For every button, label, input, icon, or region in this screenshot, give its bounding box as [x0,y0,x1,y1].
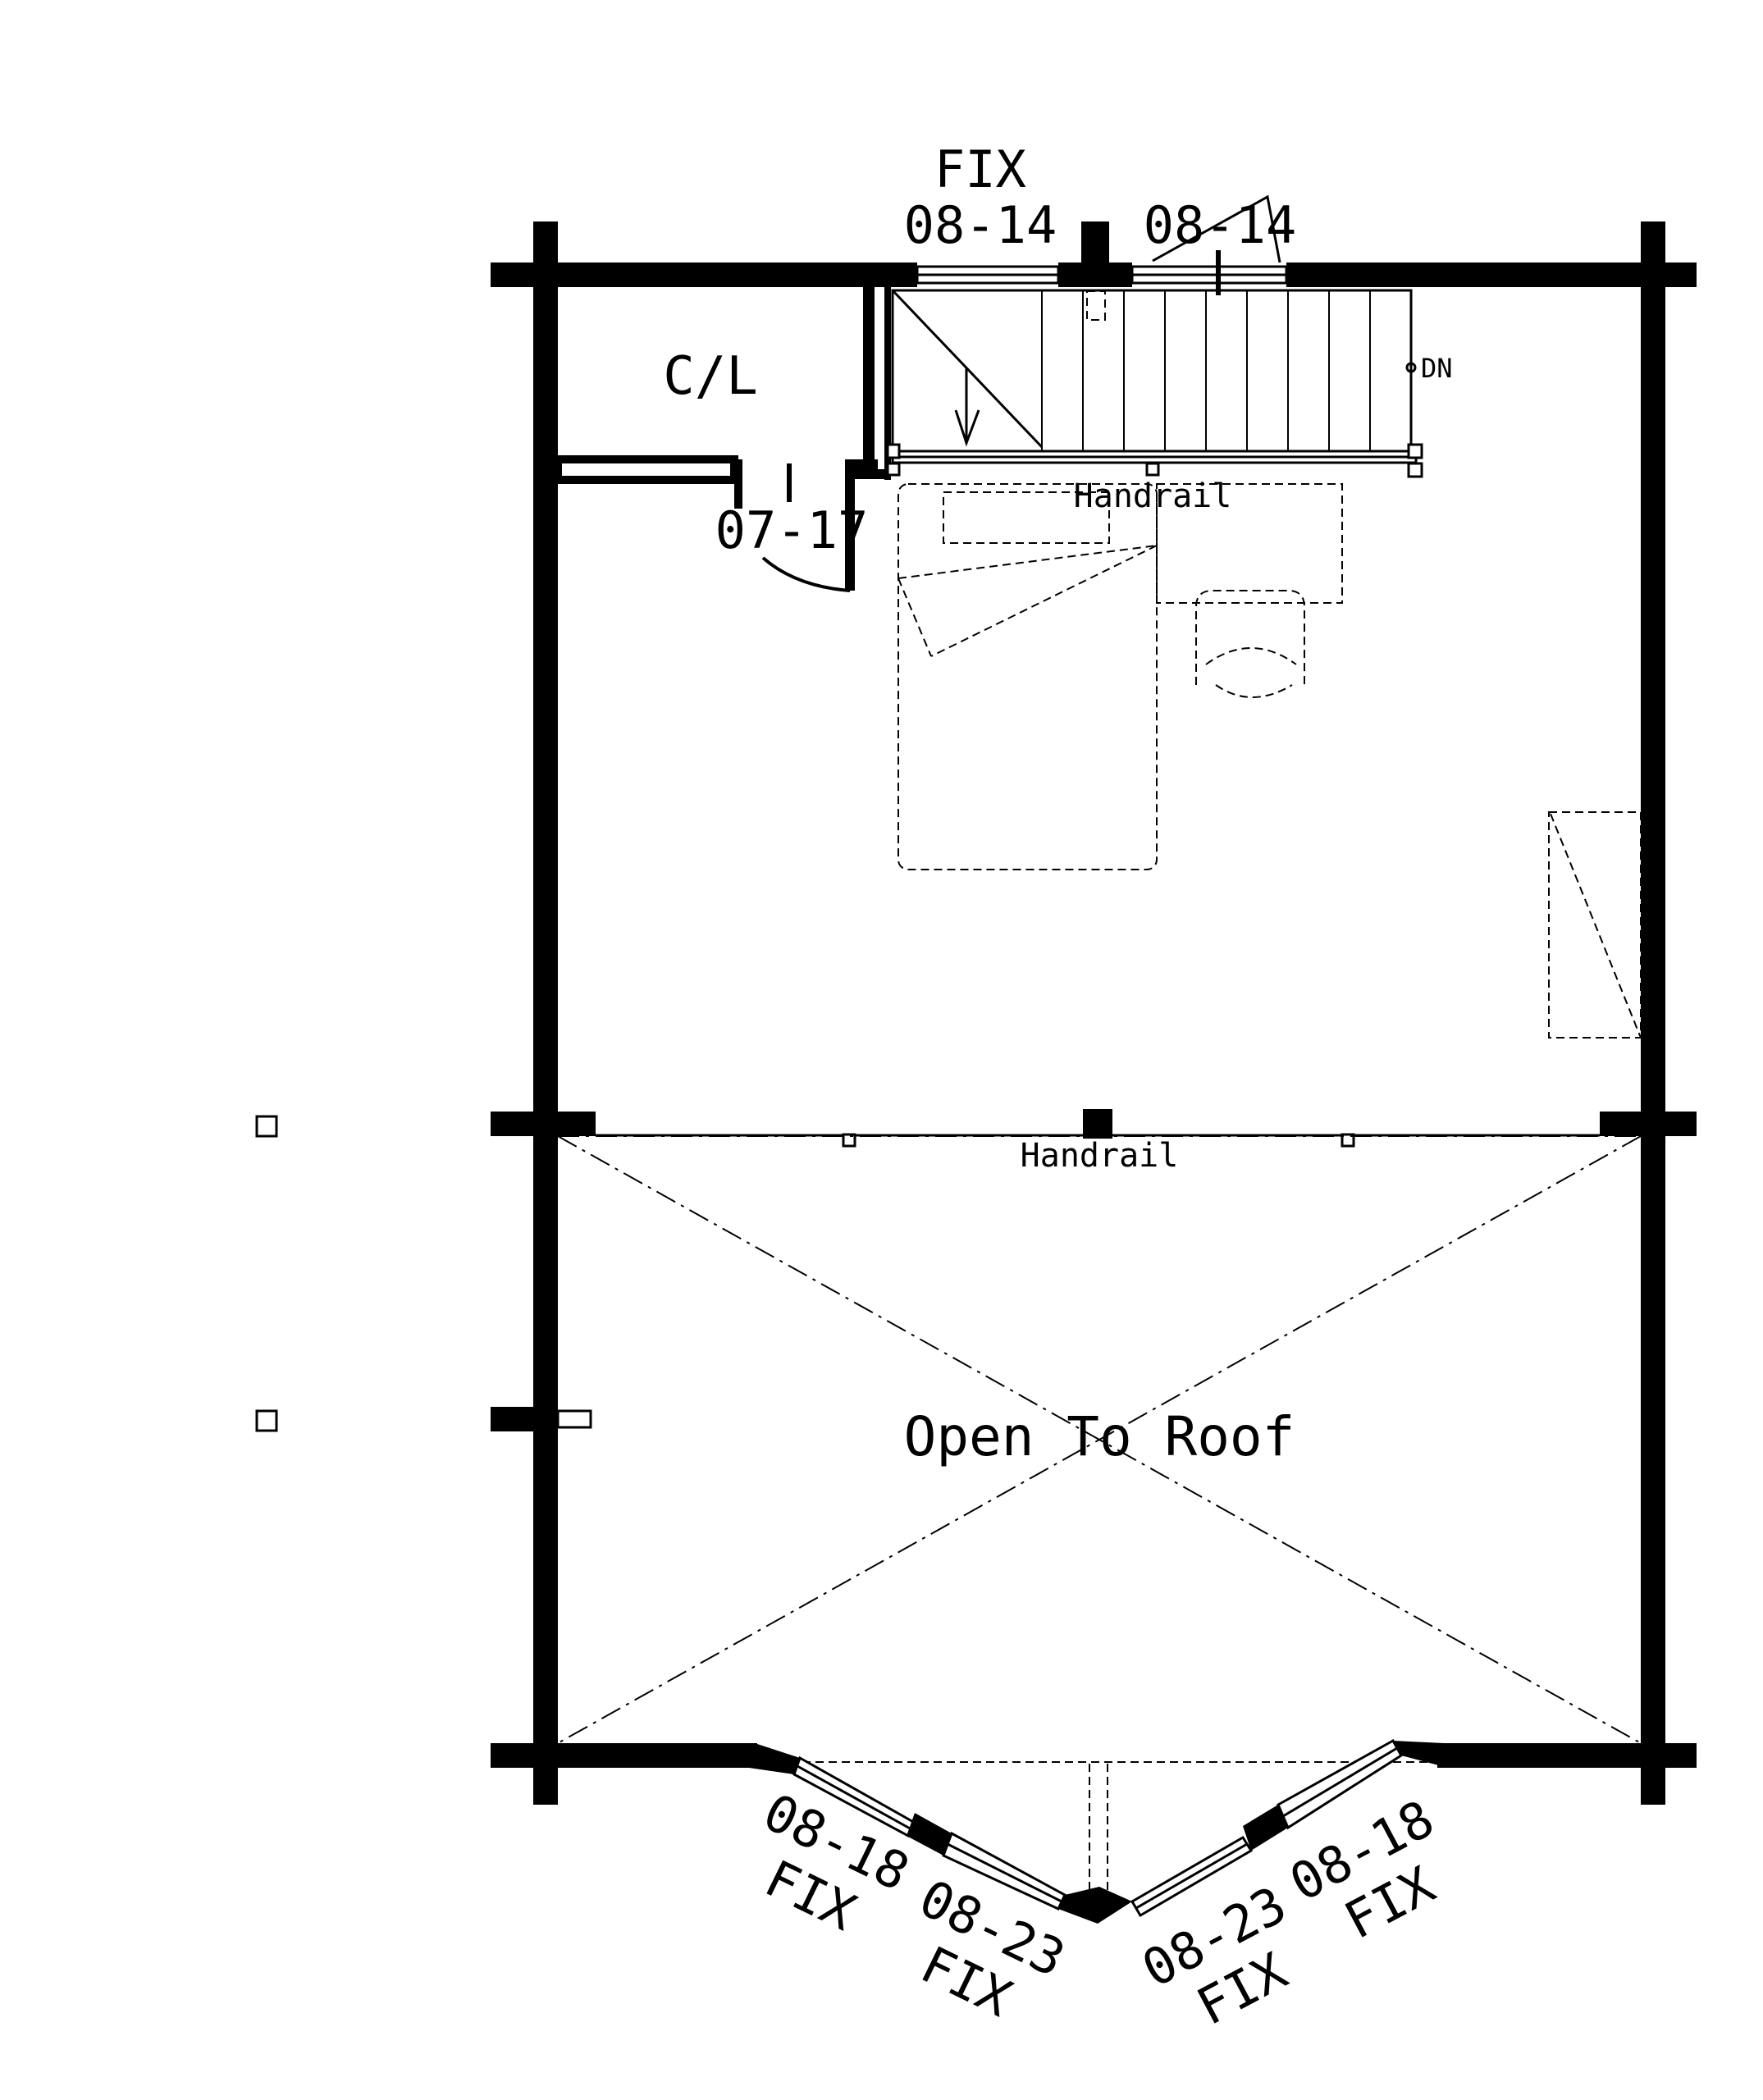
top-center-post-base [1058,262,1132,287]
stair-dn-marker [1405,362,1417,373]
left-side-stub-end [556,1409,592,1429]
closet-jamb-left [734,459,742,509]
stair-treads [1041,290,1412,451]
left-wall [533,221,558,1805]
dresser [1548,811,1642,1039]
bottom-wall-right [1437,1743,1697,1768]
bottom-wall-left [491,1743,757,1768]
closet-wall-right [863,287,875,459]
margin-marker-2 [255,1409,278,1432]
stair-direction-label: DN [1421,353,1453,384]
mid-wall-right-stub [1600,1112,1697,1136]
top-window-left-code: 08-14 [904,195,1057,255]
top-window-right-code: 08-14 [1144,195,1297,255]
desk [1156,483,1343,604]
closet-wall-right-inner [884,287,891,480]
right-wall [1641,221,1665,1805]
closet [554,287,891,592]
margin-marker-1 [255,1115,278,1138]
chair [1195,590,1305,685]
loft-handrail-label: Handrail [1021,1137,1179,1175]
mid-wall-left-stub [491,1112,596,1136]
top-window-left-type: FIX [934,139,1026,199]
stair-handrail-label: Handrail [1074,477,1232,515]
bed [897,483,1158,870]
top-wall-right [1286,262,1697,287]
top-wall-left [491,262,917,287]
left-side-stub [491,1407,540,1431]
furniture [897,483,1642,1039]
staircase [886,289,1423,478]
bed-pillow [943,491,1110,544]
closet-door-code: 07-17 [715,500,869,560]
exterior-walls [491,221,1697,1805]
mid-center-post [1083,1109,1112,1139]
open-to-roof-label: Open To Roof [904,1405,1295,1468]
bay-window [749,1738,1448,1924]
closet-label: C/L [663,346,758,407]
top-windows [916,194,1288,295]
open-to-roof-area [557,1135,1642,1744]
